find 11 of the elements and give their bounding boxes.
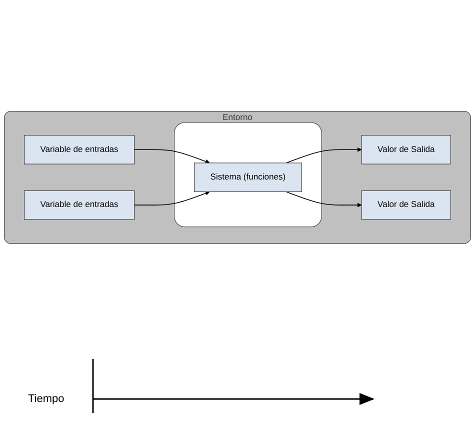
arrow bbox=[134, 149, 210, 164]
arrow bbox=[134, 191, 210, 206]
axis-label: Tiempo bbox=[28, 393, 64, 405]
cluster bbox=[174, 122, 322, 228]
arrow bbox=[286, 147, 362, 164]
node-box: Variable de entradas bbox=[24, 190, 135, 220]
arrow bbox=[286, 191, 362, 208]
node-box: Valor de Salida bbox=[361, 190, 451, 220]
node-box: Valor de Salida bbox=[361, 135, 451, 164]
node-box: Variable de entradas bbox=[24, 135, 135, 164]
node-box: Sistema (funciones) bbox=[194, 162, 302, 192]
